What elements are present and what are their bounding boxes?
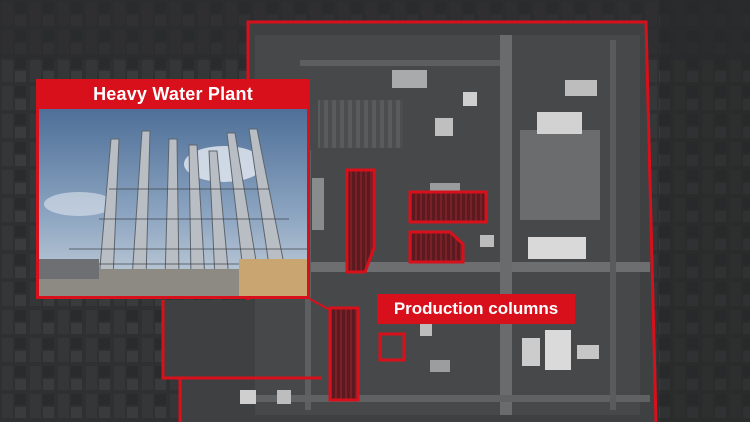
distillation-columns-photo-icon [39,109,307,296]
inset-title: Heavy Water Plant [93,84,253,104]
production-columns-label: Production columns [377,294,575,324]
heavy-water-plant-inset: Heavy Water Plant [36,79,310,299]
